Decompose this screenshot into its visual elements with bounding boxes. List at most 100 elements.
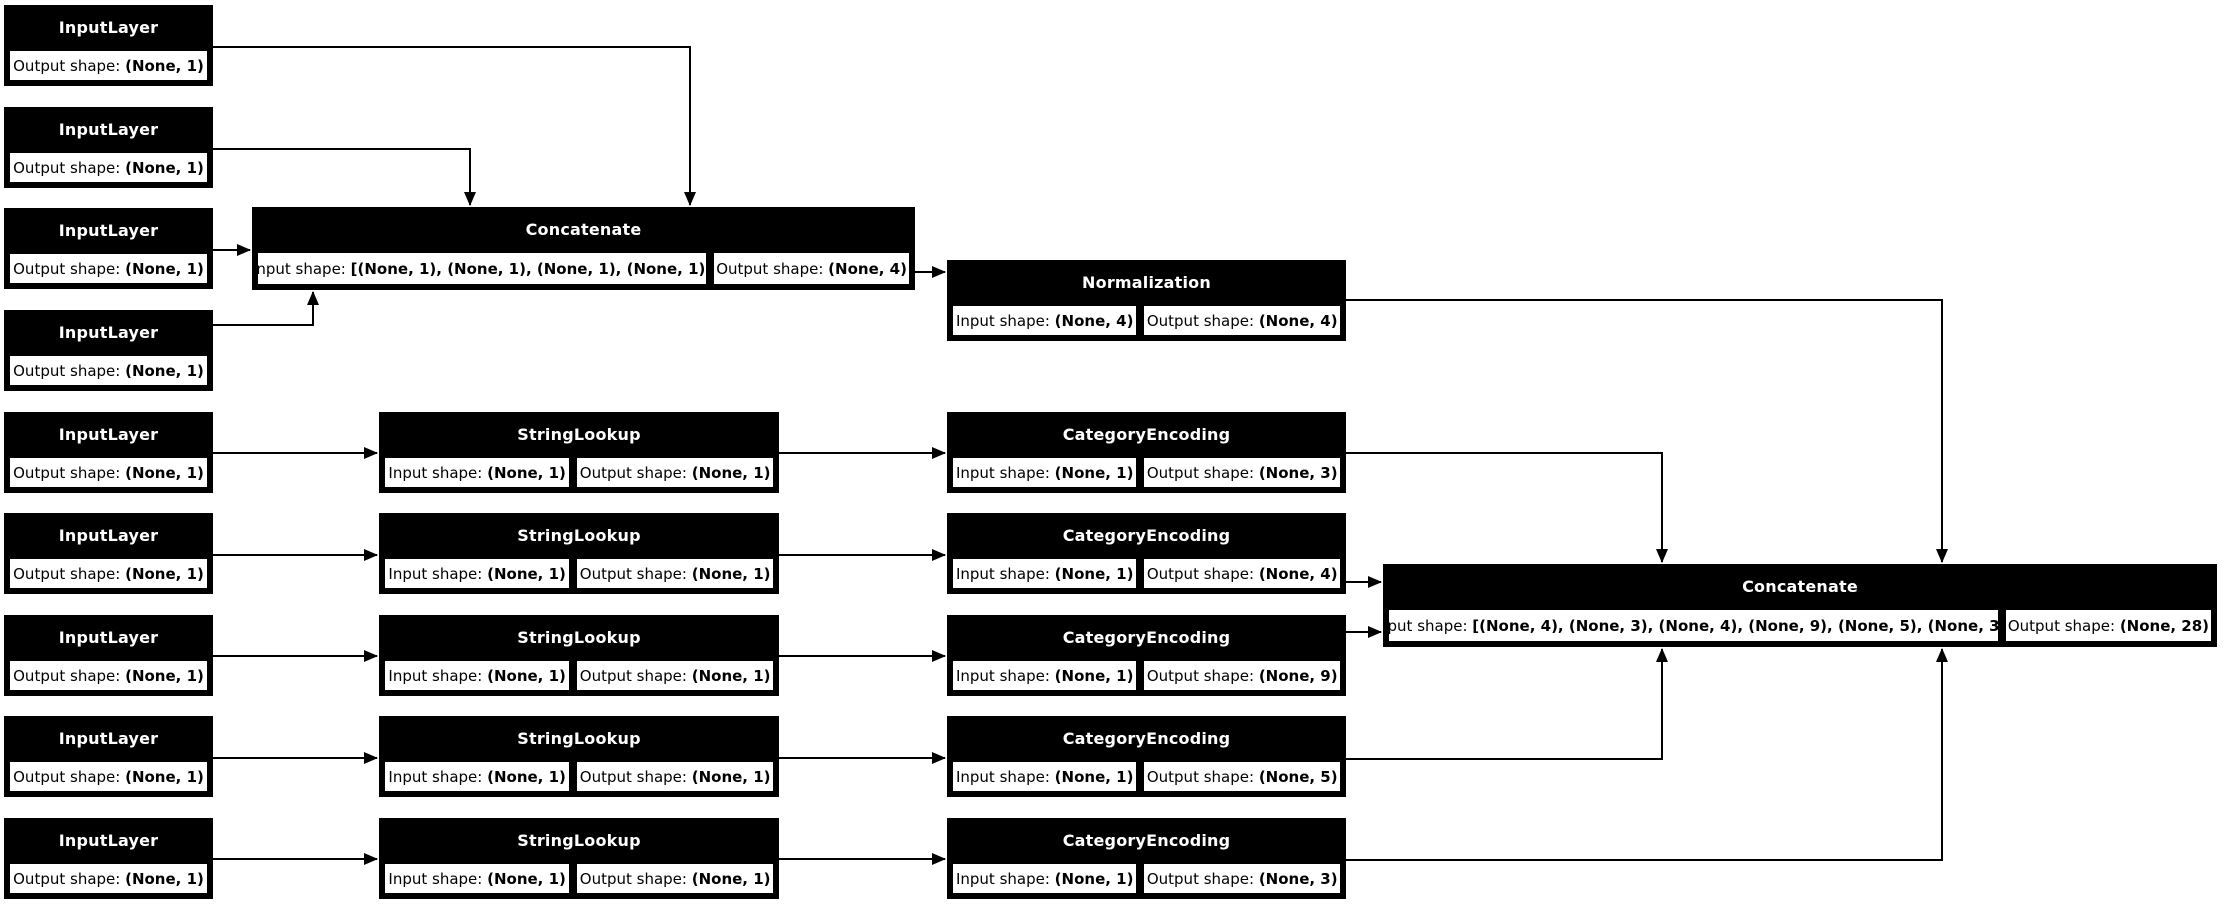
shape-label: Output shape:: [1146, 869, 1259, 888]
node-title: StringLookup: [517, 525, 641, 545]
shape-value: (None, 1): [125, 666, 204, 685]
node-categoryencoding-r6: CategoryEncoding Input shape: (None, 1) …: [947, 513, 1346, 594]
node-title: InputLayer: [58, 220, 159, 240]
shape-label: Output shape:: [579, 564, 692, 583]
shape-label: Input shape:: [388, 666, 488, 685]
shape-label: Output shape:: [1146, 311, 1259, 330]
shape-value: (None, 5): [1258, 767, 1338, 786]
shape-value: (None, 4): [1258, 564, 1338, 583]
node-inputlayer-r6: InputLayer Output shape: (None, 1): [4, 513, 213, 594]
shape-label: Output shape:: [13, 564, 126, 583]
shape-value: (None, 3): [1258, 869, 1338, 888]
shape-value: (None, 4): [1258, 311, 1338, 330]
shape-value: (None, 3): [1258, 463, 1338, 482]
shape-value: (None, 1): [125, 158, 204, 177]
shape-value: (None, 1): [691, 869, 771, 888]
shape-label: Output shape:: [13, 259, 126, 278]
shape-value: (None, 1): [125, 767, 204, 786]
shape-value: (None, 1): [125, 564, 204, 583]
node-categoryencoding-r5: CategoryEncoding Input shape: (None, 1) …: [947, 412, 1346, 493]
shape-label: Output shape:: [13, 463, 126, 482]
node-normalization: Normalization Input shape: (None, 4) Out…: [947, 260, 1346, 341]
node-stringlookup-r6: StringLookup Input shape: (None, 1) Outp…: [379, 513, 779, 594]
shape-value: (None, 1): [1054, 666, 1134, 685]
node-title: StringLookup: [517, 424, 641, 444]
node-concatenate-1: Concatenate Input shape: [(None, 1), (No…: [252, 207, 915, 290]
node-categoryencoding-r8: CategoryEncoding Input shape: (None, 1) …: [947, 716, 1346, 797]
edge-norm-concat2: [1346, 299, 1948, 563]
shape-value: (None, 1): [487, 869, 566, 888]
shape-label: Output shape:: [579, 767, 692, 786]
shape-value: (None, 1): [125, 361, 204, 380]
shape-value: (None, 1): [125, 869, 204, 888]
node-title: InputLayer: [58, 322, 159, 342]
node-title: InputLayer: [58, 119, 159, 139]
shape-label: Output shape:: [579, 463, 692, 482]
shape-value: (None, 1): [125, 56, 204, 75]
edge-ce5-concat2: [1346, 452, 1668, 563]
shape-value: (None, 4): [828, 259, 907, 278]
shape-label: Output shape:: [13, 869, 126, 888]
edge-ce8-concat2: [1346, 648, 1668, 760]
edge-ce9-concat2: [1346, 648, 1948, 861]
node-stringlookup-r5: StringLookup Input shape: (None, 1) Outp…: [379, 412, 779, 493]
shape-value: (None, 4): [1054, 311, 1134, 330]
node-inputlayer-r2: InputLayer Output shape: (None, 1): [4, 107, 213, 188]
shape-value: (None, 1): [487, 767, 566, 786]
node-stringlookup-r9: StringLookup Input shape: (None, 1) Outp…: [379, 818, 779, 899]
shape-label: Output shape:: [1146, 463, 1259, 482]
node-title: CategoryEncoding: [1062, 525, 1231, 545]
shape-value: (None, 1): [1054, 564, 1134, 583]
shape-value: (None, 28): [2119, 616, 2210, 635]
node-title: CategoryEncoding: [1062, 424, 1231, 444]
shape-label: Input shape:: [955, 767, 1055, 786]
node-title: InputLayer: [58, 525, 159, 545]
node-concatenate-2: Concatenate Input shape: [(None, 4), (No…: [1383, 564, 2217, 647]
node-title: InputLayer: [58, 627, 159, 647]
shape-value: (None, 1): [1054, 869, 1134, 888]
shape-label: Input shape:: [388, 564, 488, 583]
node-inputlayer-r4: InputLayer Output shape: (None, 1): [4, 310, 213, 391]
node-title: InputLayer: [58, 424, 159, 444]
node-inputlayer-r1: InputLayer Output shape: (None, 1): [4, 5, 213, 86]
node-categoryencoding-r9: CategoryEncoding Input shape: (None, 1) …: [947, 818, 1346, 899]
shape-label: Output shape:: [13, 361, 126, 380]
node-stringlookup-r8: StringLookup Input shape: (None, 1) Outp…: [379, 716, 779, 797]
node-title: CategoryEncoding: [1062, 627, 1231, 647]
shape-label: Input shape:: [955, 463, 1055, 482]
shape-label: Output shape:: [13, 158, 126, 177]
shape-label: Input shape:: [1387, 616, 1468, 635]
shape-label: Output shape:: [1146, 666, 1259, 685]
node-inputlayer-r7: InputLayer Output shape: (None, 1): [4, 615, 213, 696]
shape-label: Input shape:: [256, 259, 351, 278]
shape-label: Input shape:: [955, 666, 1055, 685]
shape-label: Output shape:: [13, 56, 126, 75]
node-categoryencoding-r7: CategoryEncoding Input shape: (None, 1) …: [947, 615, 1346, 696]
shape-label: Input shape:: [955, 564, 1055, 583]
node-inputlayer-r3: InputLayer Output shape: (None, 1): [4, 208, 213, 289]
shape-value: (None, 1): [125, 259, 204, 278]
shape-value: (None, 1): [487, 463, 566, 482]
shape-value: (None, 1): [691, 564, 771, 583]
shape-label: Output shape:: [13, 666, 126, 685]
node-title: InputLayer: [58, 728, 159, 748]
edge-il2-concat1: [213, 148, 476, 206]
node-inputlayer-r8: InputLayer Output shape: (None, 1): [4, 716, 213, 797]
node-title: Normalization: [1082, 272, 1211, 292]
shape-value: (None, 1): [1054, 767, 1134, 786]
node-title: StringLookup: [517, 627, 641, 647]
shape-label: Input shape:: [388, 869, 488, 888]
node-stringlookup-r7: StringLookup Input shape: (None, 1) Outp…: [379, 615, 779, 696]
shape-label: Input shape:: [955, 869, 1055, 888]
shape-value: [(None, 1), (None, 1), (None, 1), (None,…: [350, 259, 709, 278]
node-inputlayer-r9: InputLayer Output shape: (None, 1): [4, 818, 213, 899]
shape-label: Output shape:: [13, 767, 126, 786]
node-title: StringLookup: [517, 830, 641, 850]
node-title: StringLookup: [517, 728, 641, 748]
node-title: CategoryEncoding: [1062, 830, 1231, 850]
shape-label: Input shape:: [388, 767, 488, 786]
shape-value: (None, 1): [691, 666, 771, 685]
shape-value: (None, 1): [487, 564, 566, 583]
